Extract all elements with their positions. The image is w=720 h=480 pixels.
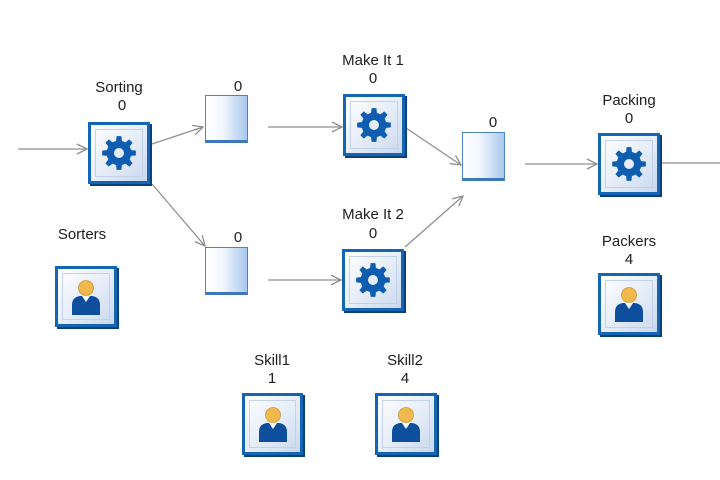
person-head-shape: [621, 287, 637, 303]
person-icon: [615, 287, 643, 322]
activity-label-packing: Packing: [602, 92, 656, 109]
person-collar-shape: [268, 423, 277, 429]
activity-count-packing: 0: [624, 110, 634, 127]
queue-1[interactable]: [205, 95, 248, 143]
person-icon: [258, 407, 287, 442]
activity-count-make-it-1: 0: [368, 70, 378, 87]
activity-label-make-it-2: Make It 2: [342, 206, 404, 223]
activity-make-it-2[interactable]: [342, 249, 404, 311]
resource-skill1[interactable]: [242, 393, 303, 455]
queue-2[interactable]: [205, 247, 248, 295]
resource-label-sorters: Sorters: [57, 226, 107, 243]
person-collar-shape: [402, 423, 410, 429]
person-body-shape: [392, 423, 420, 442]
gear-shape: [102, 136, 136, 170]
resource-label-skill2: Skill2: [387, 352, 423, 369]
activity-label-make-it-1: Make It 1: [342, 52, 404, 69]
resource-count-skill1: 1: [267, 370, 277, 387]
person-body-shape: [615, 303, 643, 322]
resource-label-packers: Packers: [601, 233, 657, 250]
person-icon: [72, 279, 100, 315]
connection-sorting-queue-2[interactable]: [151, 183, 205, 246]
person-body-shape: [258, 423, 287, 442]
activity-make-it-1[interactable]: [343, 94, 405, 156]
queue-count-1: 0: [233, 78, 243, 95]
resource-skill2[interactable]: [375, 393, 437, 455]
gear-shape: [356, 263, 390, 297]
gear-icon: [102, 136, 136, 170]
person-body-shape: [72, 295, 100, 315]
queue-count-2: 0: [233, 229, 243, 246]
gear-shape: [612, 147, 646, 181]
person-head-shape: [78, 279, 94, 296]
queue-merge[interactable]: [462, 132, 505, 181]
person-collar-shape: [625, 303, 633, 309]
person-collar-shape: [82, 295, 90, 302]
resource-count-packers: 4: [624, 251, 634, 268]
person-head-shape: [398, 407, 414, 423]
activity-packing[interactable]: [598, 133, 660, 195]
gear-shape: [357, 108, 391, 142]
connection-make-it-1-merge[interactable]: [405, 127, 461, 165]
queue-count-merge: 0: [488, 114, 498, 131]
resource-label-skill1: Skill1: [254, 352, 290, 369]
activity-sorting[interactable]: [88, 122, 150, 184]
connection-make-it-2-merge[interactable]: [404, 196, 463, 248]
activity-label-sorting: Sorting: [95, 79, 143, 96]
gear-icon: [612, 147, 646, 181]
resource-packers[interactable]: [598, 273, 660, 335]
gear-icon: [356, 263, 390, 297]
gear-icon: [357, 108, 391, 142]
person-head-shape: [264, 407, 281, 423]
person-icon: [392, 407, 420, 442]
resource-count-skill2: 4: [400, 370, 410, 387]
resource-sorters[interactable]: [55, 266, 117, 327]
activity-count-sorting: 0: [117, 97, 127, 114]
activity-count-make-it-2: 0: [368, 225, 378, 242]
connection-sorting-queue-1[interactable]: [151, 127, 203, 145]
